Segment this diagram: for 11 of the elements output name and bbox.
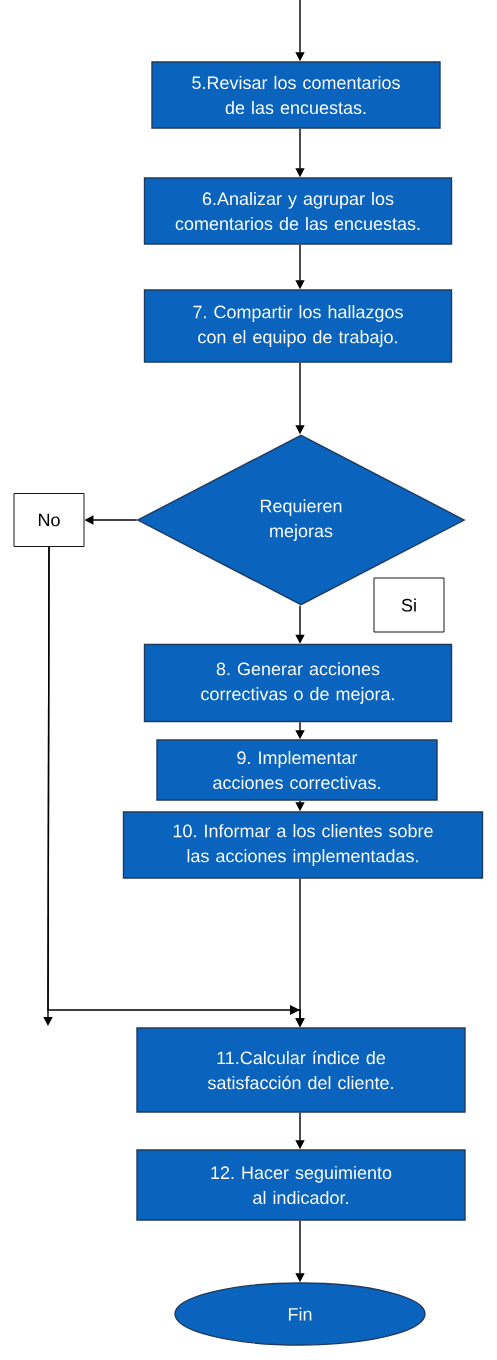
- process-box: 12. Hacer seguimiento al indicador.: [136, 1149, 466, 1221]
- process-box: 6.Analizar y agrupar los comentarios de las encuestas.: [143, 177, 453, 245]
- process-box: 10. Informar a los clientes sobre las acciones implementadas.: [122, 811, 484, 879]
- process-box: 8. Generar acciones correctivas o de mejora.: [143, 643, 453, 723]
- process-box: 9. Implementar acciones correctivas.: [156, 739, 438, 801]
- label-box: No: [13, 493, 85, 547]
- arrow: [43, 546, 53, 1026]
- process-box: 11.Calcular índice de satisfacción del cliente.: [136, 1027, 466, 1113]
- process-box: 7. Compartir los hallazgos con el equipo de trabajo.: [143, 289, 453, 363]
- label-box: Si: [373, 577, 445, 633]
- process-box: 5.Revisar los comentarios de las encuestas.: [151, 61, 441, 129]
